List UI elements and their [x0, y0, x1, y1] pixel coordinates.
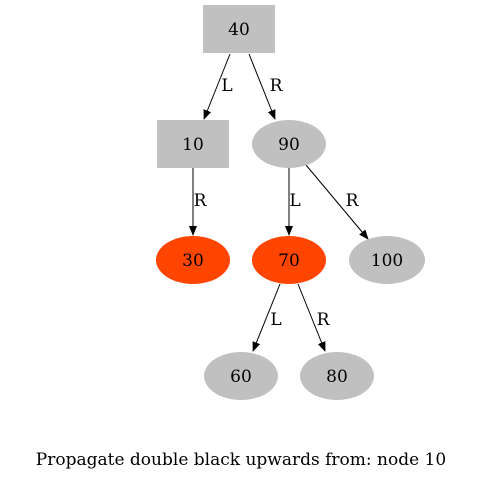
edge-label: R	[270, 76, 284, 96]
nodes-layer: 40 10 90 30 70 100 60 80	[156, 5, 425, 400]
node-label: 100	[371, 251, 403, 271]
edge-label: R	[346, 191, 360, 211]
tree-edge: R	[248, 53, 284, 120]
node-ellipse	[204, 352, 278, 400]
tree-node-10: 10	[157, 120, 229, 168]
tree-edge: L	[203, 53, 233, 120]
edge-label: R	[194, 191, 208, 211]
node-box	[157, 120, 229, 168]
edge-arrow	[203, 53, 231, 120]
tree-edge: R	[189, 168, 208, 236]
tree-node-40: 40	[203, 5, 275, 53]
edges-layer: L R R L R L R	[189, 53, 369, 352]
edge-label: L	[221, 76, 232, 96]
edge-arrow	[297, 283, 326, 352]
tree-node-90: 90	[252, 120, 326, 168]
edge-arrow	[248, 53, 276, 120]
edge-label: L	[289, 191, 300, 211]
edge-label: R	[317, 310, 331, 330]
node-ellipse	[156, 236, 230, 284]
node-ellipse	[252, 236, 326, 284]
tree-edge: L	[285, 168, 301, 236]
tree-node-30: 30	[156, 236, 230, 284]
node-ellipse	[300, 352, 374, 400]
edge-label: L	[270, 310, 281, 330]
node-label: 40	[228, 20, 250, 40]
edge-arrow	[305, 164, 369, 240]
tree-node-80: 80	[300, 352, 374, 400]
node-label: 80	[326, 367, 348, 387]
tree-edge: L	[252, 283, 282, 352]
node-box	[203, 5, 275, 53]
node-label: 30	[182, 251, 204, 271]
node-label: 70	[278, 251, 300, 271]
diagram-caption: Propagate double black upwards from: nod…	[36, 450, 446, 470]
node-label: 90	[278, 135, 300, 155]
tree-edge: R	[305, 164, 369, 240]
node-label: 10	[182, 135, 204, 155]
node-label: 60	[230, 367, 252, 387]
node-ellipse	[349, 236, 425, 284]
tree-node-100: 100	[349, 236, 425, 284]
edge-arrow	[252, 283, 281, 352]
tree-edge: R	[297, 283, 331, 352]
node-ellipse	[252, 120, 326, 168]
tree-node-70: 70	[252, 236, 326, 284]
tree-node-60: 60	[204, 352, 278, 400]
